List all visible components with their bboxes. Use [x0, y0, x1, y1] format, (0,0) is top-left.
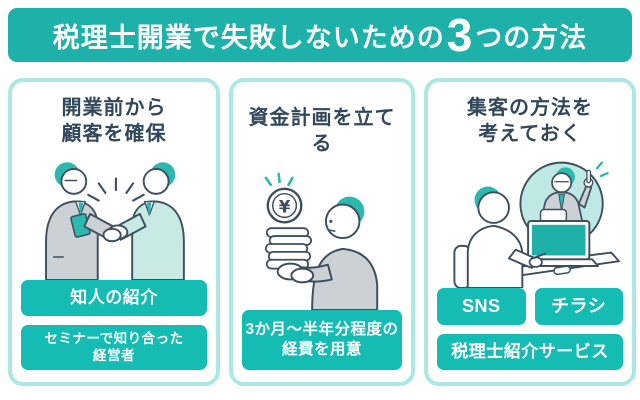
card-title-line1: 集客の方法を — [467, 97, 593, 119]
coin-stack-illustration: ¥ — [242, 157, 402, 310]
banner-number: 3 — [446, 9, 474, 61]
card-customer-attraction: 集客の方法を 考えておく — [424, 78, 636, 386]
card-title-line1: 資金計画を立てる — [248, 107, 396, 155]
card-secure-customers: 開業前から 顧客を確保 — [8, 78, 220, 386]
card-title: 集客の方法を 考えておく — [467, 96, 593, 147]
card-title-line1: 開業前から — [61, 97, 167, 119]
card-title: 資金計画を立てる — [242, 106, 402, 157]
chip-sns: SNS — [437, 287, 526, 325]
chip-seminar: セミナーで知り合った 経営者 — [21, 324, 207, 370]
card-title: 開業前から 顧客を確保 — [62, 96, 167, 147]
chip-seminar-line1: セミナーで知り合った — [44, 330, 184, 346]
chip-referral-service: 税理士紹介サービス — [437, 333, 623, 370]
chip-referral: 知人の紹介 — [21, 279, 207, 316]
svg-text:¥: ¥ — [279, 196, 291, 216]
banner-text-after: つの方法 — [475, 22, 588, 53]
chip-flyer: チラシ — [534, 287, 623, 325]
card2-labels: 3か月〜半年分程度の 経費を用意 — [242, 309, 402, 370]
card1-labels: 知人の紹介 セミナーで知り合った 経営者 — [21, 279, 207, 370]
banner-text-before: 税理士開業で失敗しないための — [52, 22, 445, 53]
card-title-line2: 顧客を確保 — [61, 122, 167, 145]
card3-label-row: SNS チラシ — [437, 287, 623, 325]
online-consultation-illustration — [437, 147, 623, 288]
card-title-line2: 考えておく — [478, 122, 582, 145]
chip-expenses-line2: 経費を用意 — [281, 340, 362, 358]
card3-labels: SNS チラシ 税理士紹介サービス — [437, 287, 623, 370]
chip-expenses: 3か月〜半年分程度の 経費を用意 — [242, 309, 402, 370]
chip-seminar-line2: 経営者 — [93, 348, 135, 364]
chip-expenses-line1: 3か月〜半年分程度の — [245, 320, 399, 338]
handshake-illustration — [21, 147, 207, 280]
card-funding-plan: 資金計画を立てる ¥ — [229, 78, 415, 386]
method-cards: 開業前から 顧客を確保 — [8, 78, 636, 386]
